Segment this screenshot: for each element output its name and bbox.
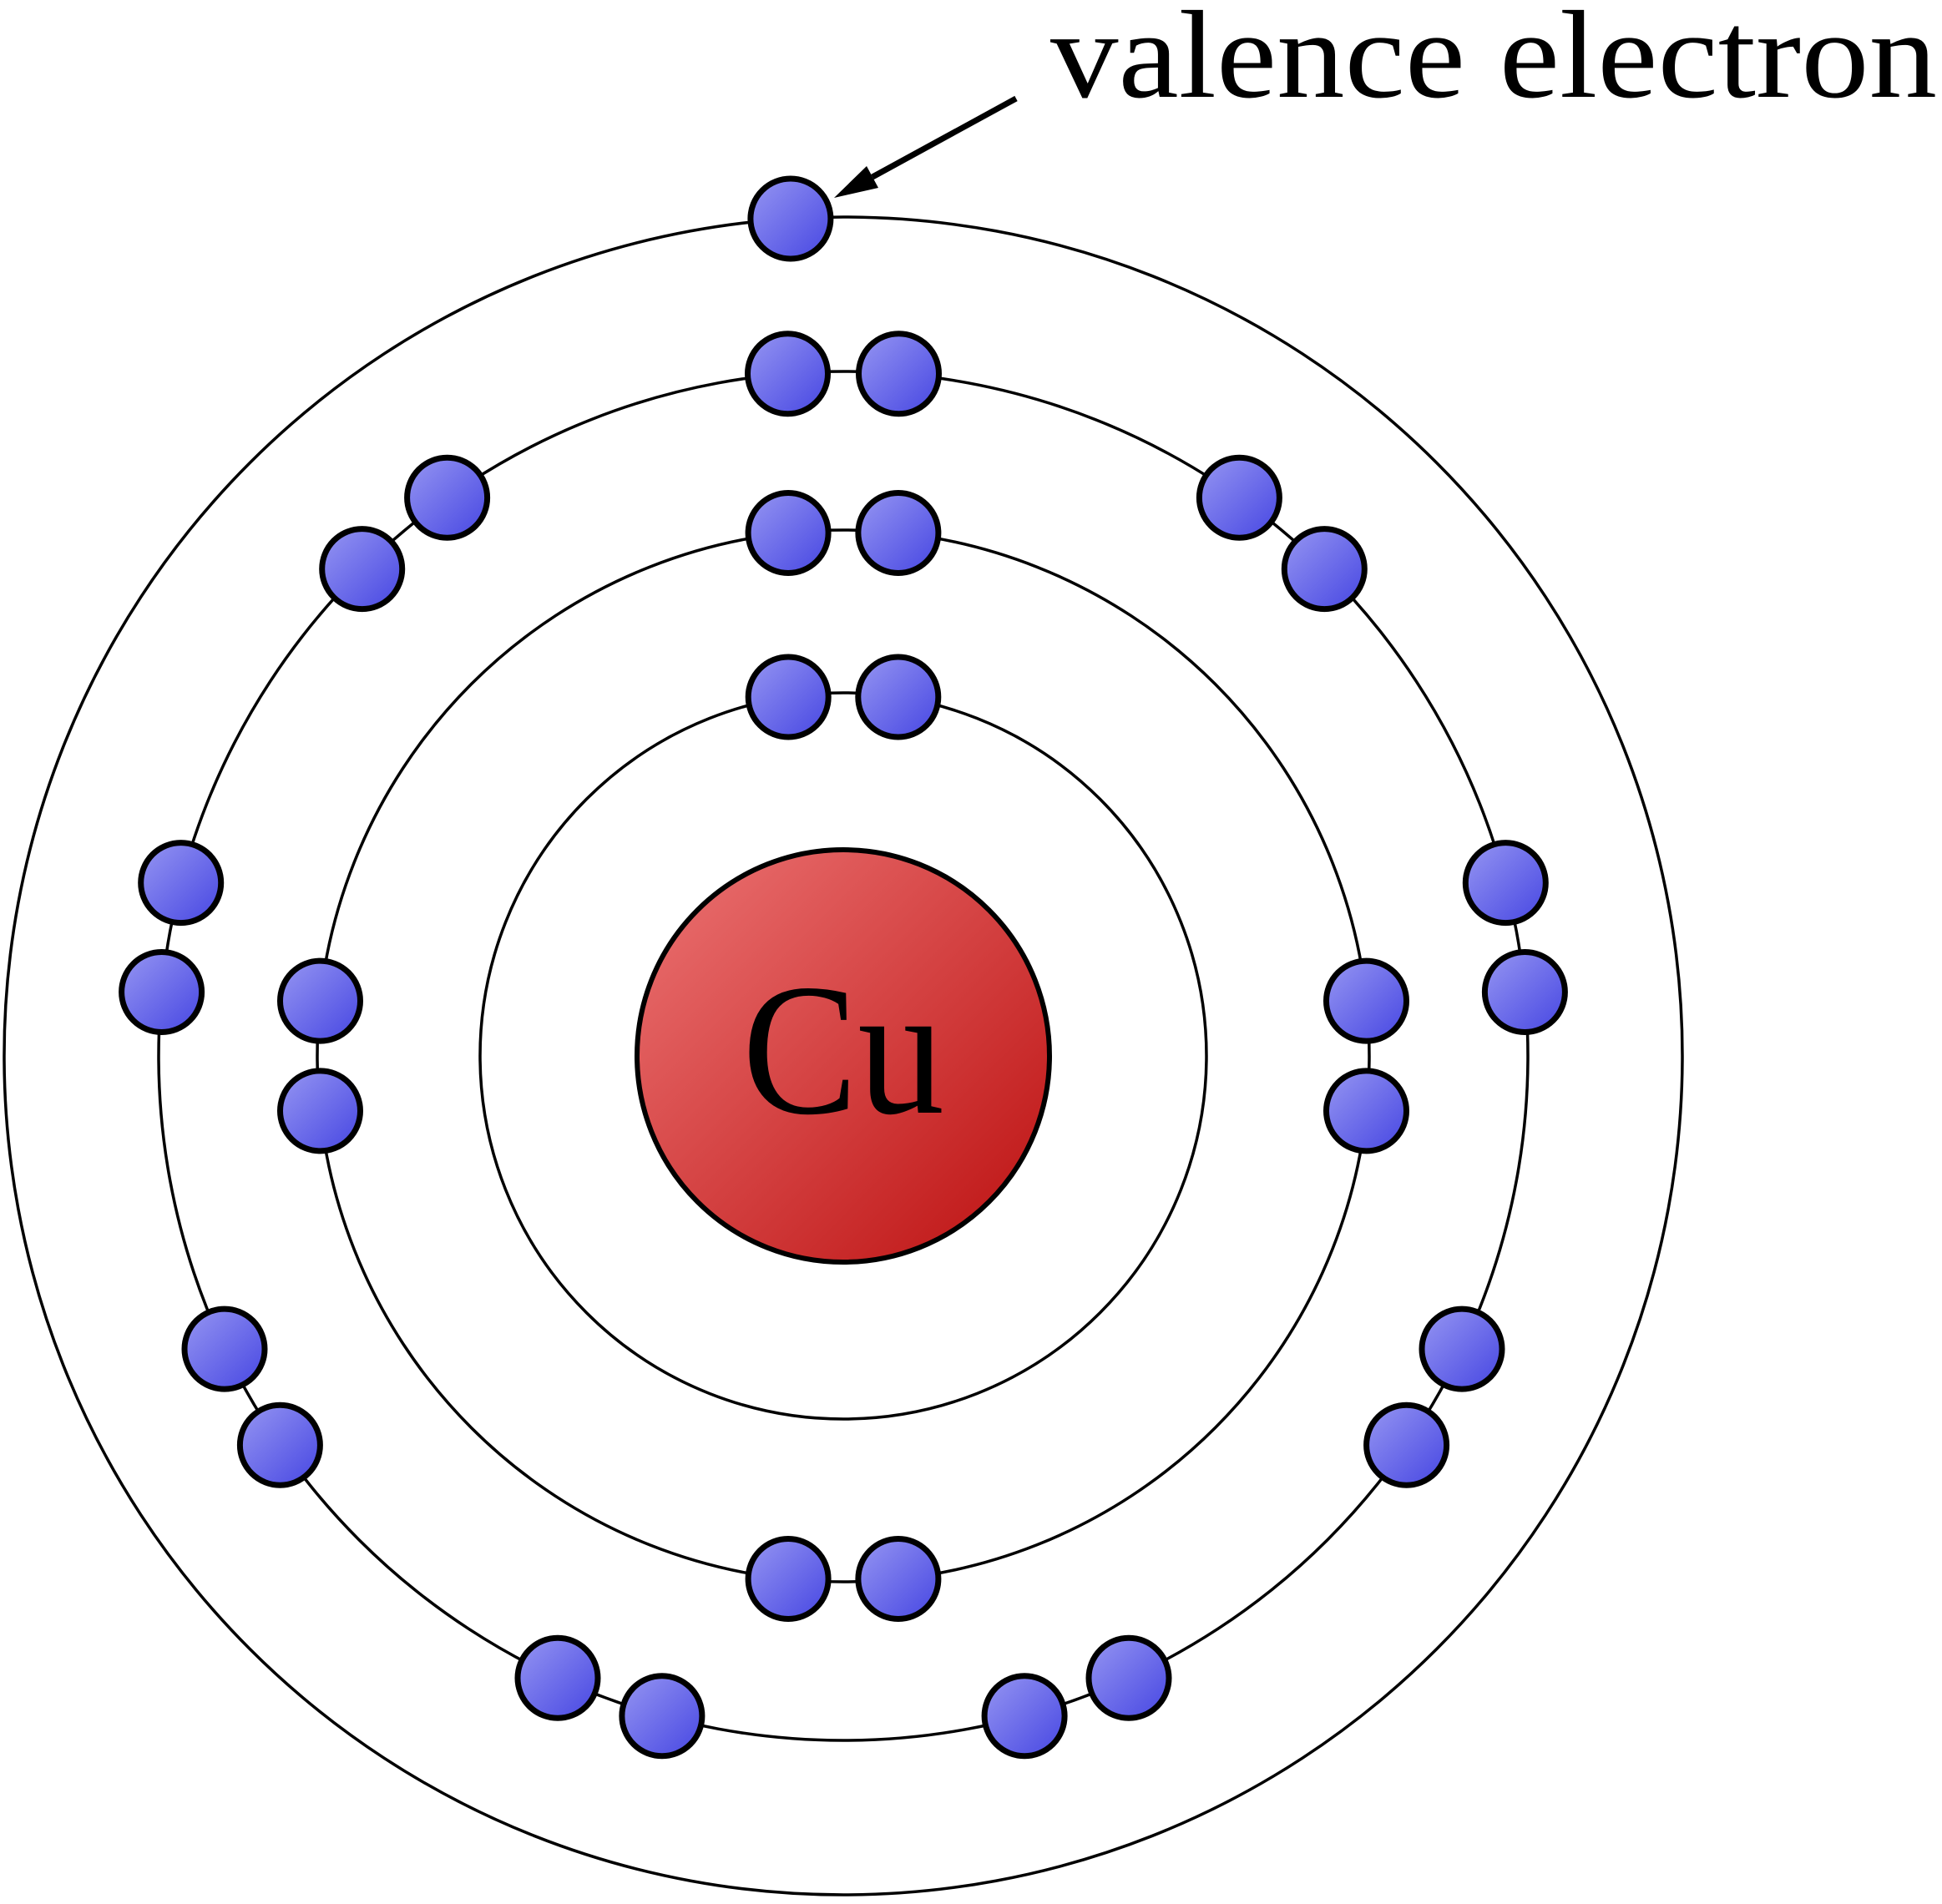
electron-shell-3 bbox=[181, 1306, 268, 1392]
shell-4-orbit bbox=[3, 215, 1684, 1896]
shell-1-orbit bbox=[478, 691, 1208, 1421]
electron-shell-2 bbox=[855, 1536, 942, 1622]
nucleus bbox=[635, 847, 1052, 1265]
electron-shell-2 bbox=[1323, 1068, 1409, 1154]
electron-shell-3 bbox=[404, 454, 491, 541]
electron-shell-3 bbox=[1419, 1306, 1505, 1392]
electron-shell-2 bbox=[745, 1536, 832, 1622]
electrons bbox=[119, 175, 1568, 1760]
electron-shell-3 bbox=[1363, 1401, 1450, 1488]
arrow-head-icon bbox=[834, 166, 878, 198]
electron-shell-3 bbox=[1085, 1634, 1172, 1721]
annotation-arrow-line bbox=[871, 95, 1018, 180]
electron-shell-1 bbox=[855, 654, 942, 740]
valence-electron-label: valence electron bbox=[1050, 0, 1937, 124]
electron-shell-3 bbox=[236, 1401, 323, 1488]
valence-electron-annotation: valence electron bbox=[834, 0, 1937, 198]
shell-2-orbit bbox=[316, 528, 1371, 1583]
electron-shell-3 bbox=[981, 1673, 1068, 1760]
electron-shell-3 bbox=[1196, 454, 1282, 541]
valence-electron bbox=[747, 175, 834, 262]
electron-shell-2 bbox=[1323, 957, 1409, 1044]
electron-shell-3 bbox=[619, 1673, 705, 1760]
electron-shells bbox=[3, 215, 1684, 1896]
shell-3-orbit bbox=[157, 370, 1530, 1742]
electron-shell-2 bbox=[855, 490, 942, 576]
electron-shell-3 bbox=[856, 331, 942, 417]
electron-shell-3 bbox=[138, 840, 225, 927]
electron-shell-2 bbox=[277, 1068, 363, 1154]
nucleus-symbol-label: Cu bbox=[742, 945, 944, 1154]
electron-shell-3 bbox=[745, 331, 831, 417]
electron-shell-3 bbox=[1281, 526, 1368, 613]
electron-shell-3 bbox=[119, 949, 205, 1035]
electron-shell-3 bbox=[514, 1634, 601, 1721]
electron-shell-3 bbox=[1481, 949, 1568, 1035]
electron-shell-2 bbox=[745, 490, 832, 576]
electron-shell-3 bbox=[1462, 840, 1549, 927]
electron-shell-2 bbox=[277, 957, 363, 1044]
electron-shell-3 bbox=[319, 526, 406, 613]
electron-shell-1 bbox=[745, 654, 832, 740]
